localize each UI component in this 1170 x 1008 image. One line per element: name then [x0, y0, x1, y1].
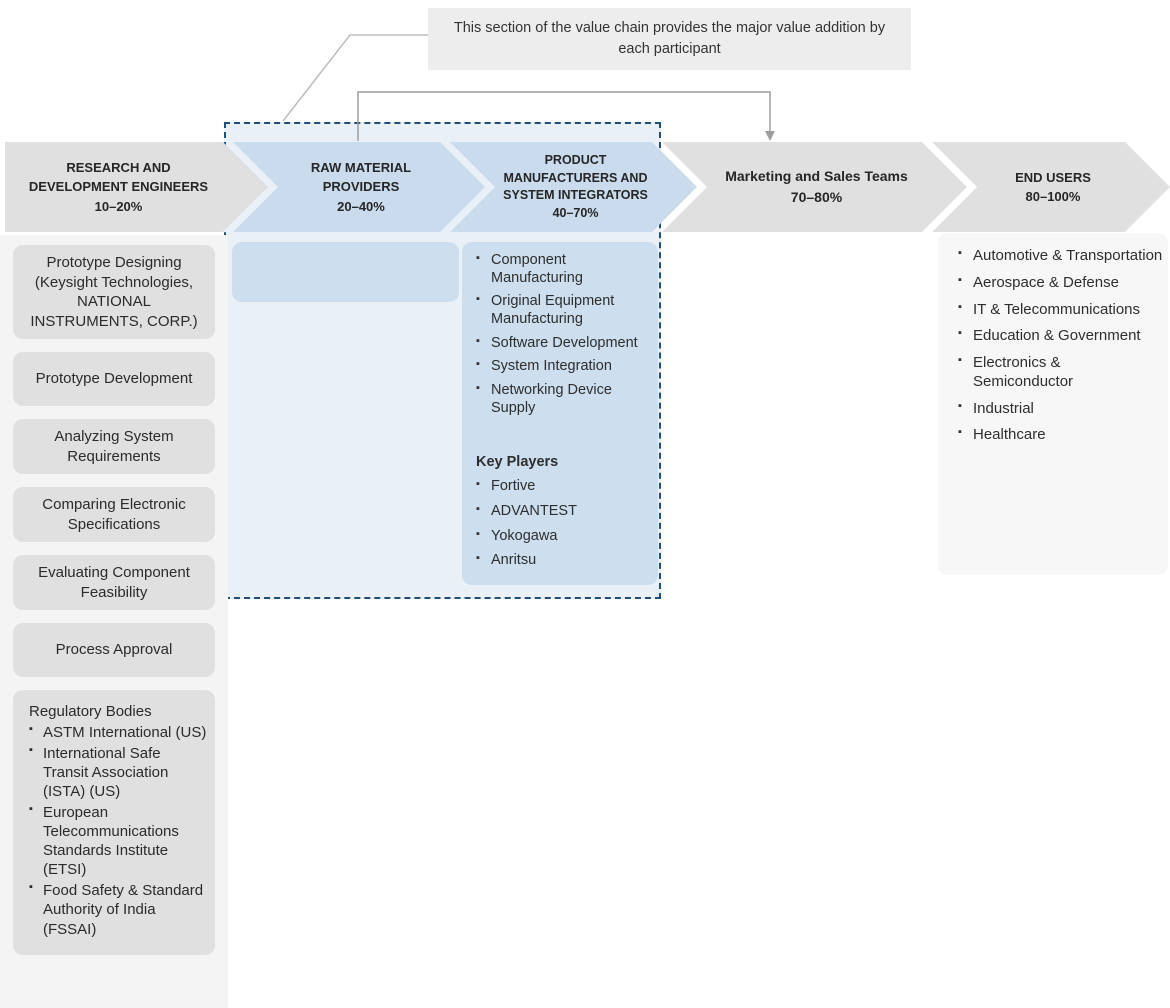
list-item: Software Development: [476, 335, 652, 353]
section-to-marketing-line: [357, 91, 771, 141]
regulatory-bodies-title: Regulatory Bodies: [29, 703, 152, 720]
stage-range: 20–40%: [337, 198, 385, 214]
stage-range: 80–100%: [1025, 189, 1081, 204]
list-item: Yokogawa: [476, 528, 652, 546]
list-item: Education & Government: [958, 327, 1164, 346]
stage-raw-material-providers: RAW MATERIAL PROVIDERS 20–40%: [233, 142, 485, 232]
stage-label: PRODUCT MANUFACTURERS AND SYSTEM INTEGRA…: [503, 153, 648, 202]
stage-label: END USERS: [1015, 169, 1091, 185]
regulatory-bodies-list: ASTM International (US) International Sa…: [29, 723, 207, 939]
stage-product-manufacturers: PRODUCT MANUFACTURERS AND SYSTEM INTEGRA…: [450, 142, 697, 232]
list-item: System Integration: [476, 358, 652, 376]
manufacturer-activities-list: Component Manufacturing Original Equipme…: [476, 252, 652, 418]
arrowhead-down-icon: [765, 131, 775, 141]
regulatory-bodies-box: Regulatory Bodies ASTM International (US…: [13, 690, 215, 955]
list-item: Fortive: [476, 478, 652, 496]
activity-box-prototype-designing: Prototype Designing (Keysight Technologi…: [13, 245, 215, 339]
list-item: Electronics & Semiconductor: [958, 354, 1164, 392]
stage-range: 40–70%: [552, 205, 599, 220]
stage-range: 10–20%: [94, 198, 143, 214]
stage-range: 70–80%: [790, 189, 843, 205]
stage-research-development-engineers: RESEARCH AND DEVELOPMENT ENGINEERS 10–20…: [5, 142, 268, 232]
manufacturers-panel: Component Manufacturing Original Equipme…: [462, 242, 658, 585]
callout-text: This section of the value chain provides…: [453, 19, 886, 57]
list-item: Original Equipment Manufacturing: [476, 293, 652, 328]
list-item: Anritsu: [476, 552, 652, 570]
list-item: Automotive & Transportation: [958, 247, 1164, 266]
list-item: International Safe Transit Association (…: [29, 744, 207, 801]
activity-box-process-approval: Process Approval: [13, 623, 215, 677]
stage-label: Marketing and Sales Teams: [725, 168, 908, 184]
stage-label: RAW MATERIAL PROVIDERS: [310, 159, 412, 195]
list-item: Component Manufacturing: [476, 252, 652, 287]
list-item: Aerospace & Defense: [958, 274, 1164, 293]
end-users-list: Automotive & Transportation Aerospace & …: [958, 247, 1164, 445]
list-item: IT & Telecommunications: [958, 301, 1164, 320]
activity-box-analyzing-system-requirements: Analyzing System Requirements: [13, 419, 215, 474]
activity-box-prototype-development: Prototype Development: [13, 352, 215, 406]
list-item: Food Safety & Standard Authority of Indi…: [29, 881, 207, 938]
activity-box-comparing-electronic-specifications: Comparing Electronic Specifications: [13, 487, 215, 542]
end-users-panel: Automotive & Transportation Aerospace & …: [938, 233, 1168, 575]
list-item: Industrial: [958, 400, 1164, 419]
rnd-activities-column: Prototype Designing (Keysight Technologi…: [0, 235, 228, 1008]
activity-box-evaluating-component-feasibility: Evaluating Component Feasibility: [13, 555, 215, 610]
list-item: ADVANTEST: [476, 503, 652, 521]
callout-to-section-line: [282, 34, 428, 122]
list-item: ASTM International (US): [29, 723, 207, 742]
list-item: European Telecommunications Standards In…: [29, 803, 207, 879]
key-players-list: Fortive ADVANTEST Yokogawa Anritsu: [476, 478, 652, 570]
stage-label: RESEARCH AND DEVELOPMENT ENGINEERS: [28, 159, 209, 195]
callout-note: This section of the value chain provides…: [428, 8, 911, 70]
stage-marketing-sales-teams: Marketing and Sales Teams 70–80%: [662, 142, 967, 232]
list-item: Healthcare: [958, 426, 1164, 445]
list-item: Networking Device Supply: [476, 382, 652, 417]
raw-material-panel: [232, 242, 459, 302]
key-players-section: Key Players Fortive ADVANTEST Yokogawa A…: [476, 454, 652, 570]
key-players-title: Key Players: [476, 453, 559, 470]
